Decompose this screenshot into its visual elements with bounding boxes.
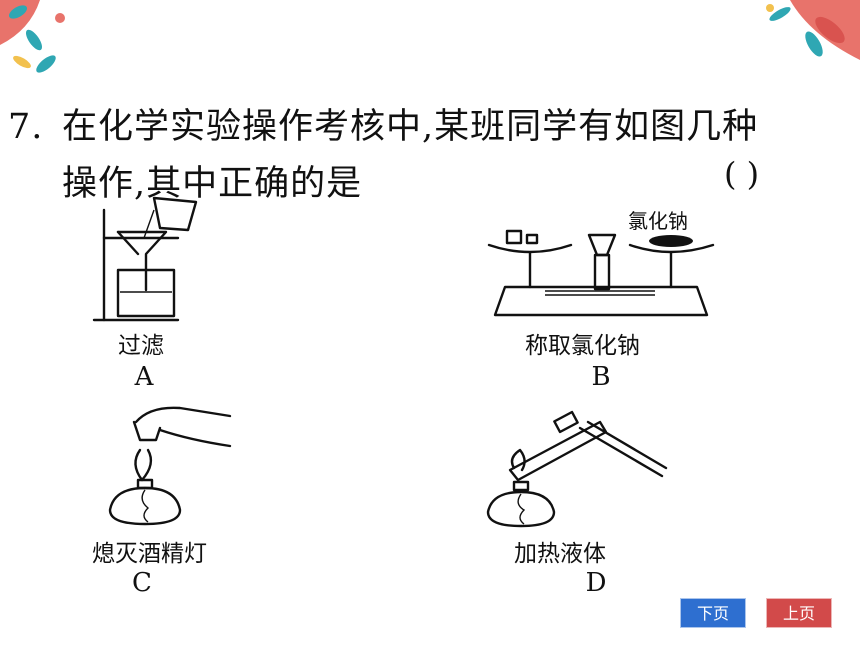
floral-decoration-left bbox=[0, 0, 65, 73]
balance-illustration bbox=[487, 229, 715, 317]
caption-d: 加热液体 bbox=[514, 541, 606, 567]
question-line-1: 7. 在化学实验操作考核中,某班同学有如图几种 bbox=[8, 98, 758, 149]
answer-blank: ( ) bbox=[724, 155, 760, 193]
caption-a: 过滤 bbox=[118, 333, 164, 359]
option-c: C bbox=[132, 568, 152, 598]
question-number: 7. bbox=[8, 107, 44, 147]
alcohol-lamp-blowing-illustration bbox=[108, 406, 232, 526]
heating-test-tube-illustration bbox=[486, 410, 668, 528]
option-b: B bbox=[591, 362, 611, 392]
option-d: D bbox=[585, 568, 607, 598]
option-a: A bbox=[134, 362, 154, 392]
question-text-1: 在化学实验操作考核中,某班同学有如图几种 bbox=[62, 107, 759, 147]
floral-decoration-right bbox=[766, 0, 860, 60]
question-text-2: 操作,其中正确的是 bbox=[62, 164, 363, 204]
caption-c: 熄灭酒精灯 bbox=[92, 541, 207, 567]
previous-page-button[interactable]: 上页 bbox=[766, 598, 832, 628]
caption-b: 称取氯化钠 bbox=[525, 333, 640, 359]
balance-nacl-label: 氯化钠 bbox=[628, 209, 688, 233]
next-page-button[interactable]: 下页 bbox=[680, 598, 746, 628]
filtration-illustration bbox=[92, 196, 198, 322]
